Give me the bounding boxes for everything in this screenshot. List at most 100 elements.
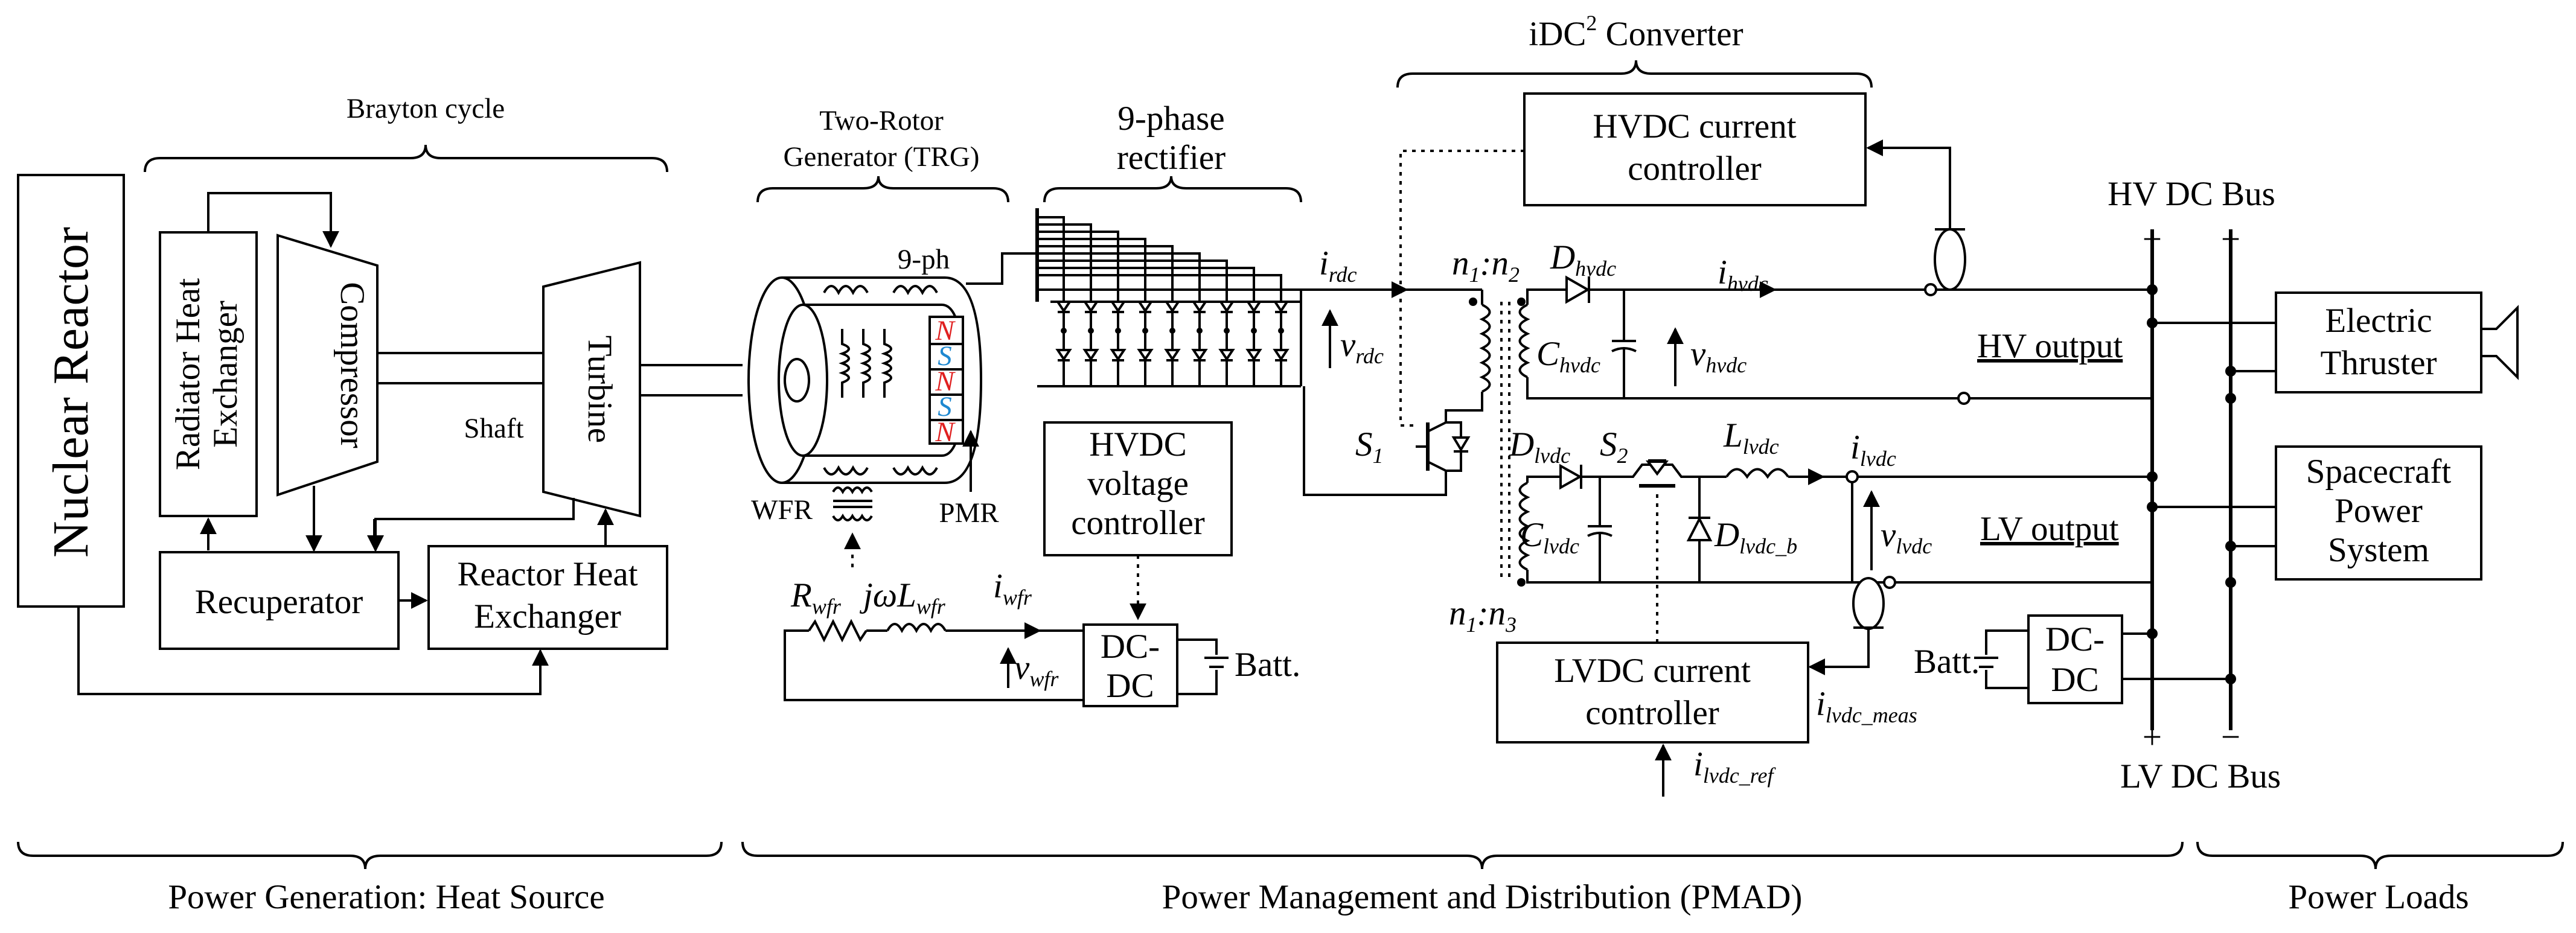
field-batt-label: Batt. [1235, 646, 1300, 684]
d-lvdc-label: Dlvdc [1509, 425, 1570, 468]
rectifier-diode [1218, 301, 1235, 313]
field-dcdc-label-2: DC [1106, 667, 1154, 705]
two-rotor-generator: Two-Rotor Generator (TRG) N S N S N 9-ph [747, 105, 1037, 567]
magnet-1: N [935, 315, 956, 346]
i-wfr-label: iwfr [993, 567, 1032, 610]
spacecraft-power-system-box [2275, 445, 2482, 581]
rectifier-diodes [1050, 301, 1301, 386]
brayton-cycle: Brayton cycle Nuclear Reactor Radiator H… [17, 93, 743, 695]
bus-batt-label: Batt. [1914, 643, 1980, 681]
hv-output-label: HV output [1977, 327, 2123, 365]
turbine-label: Turbine [581, 336, 619, 443]
lvdc-current-controller-box [1496, 642, 1809, 744]
n1n2-label: n1:n2 [1452, 244, 1520, 287]
l-lvdc-label: Llvdc [1723, 416, 1779, 459]
thruster-nozzle-icon [2480, 305, 2519, 380]
i-rdc-label: irdc [1319, 244, 1357, 287]
radiator-label-2: Exchanger [206, 301, 244, 448]
hvdc-vc-label-3: controller [1071, 504, 1205, 542]
jwl-wfr-label: jωLwfr [859, 576, 946, 619]
dc-buses: HV DC Bus LV DC Bus + − + − DC- DC Batt [1914, 175, 2281, 795]
section-loads: Power Loads [2288, 878, 2469, 916]
phase-lead [1037, 267, 1255, 305]
i-lvdc-ref-label: ilvdc_ref [1693, 745, 1776, 788]
rectifier-diode [1082, 301, 1099, 313]
magnet-5: N [935, 416, 956, 448]
magnet-2: S [938, 340, 952, 372]
converter-title: iDC2 Converter [1529, 11, 1743, 53]
v-lvdc-label: vlvdc [1881, 516, 1932, 558]
section-heat-source: Power Generation: Heat Source [168, 878, 604, 916]
hv-minus: − [2221, 220, 2240, 258]
phase-lead [1037, 223, 1092, 305]
reactor-hx-label-1: Reactor Heat [457, 555, 638, 593]
nine-phase-rectifier: 9-phase rectifier irdc vrdc [1035, 100, 1482, 387]
magnet-3: N [935, 366, 956, 397]
trg-title-1: Two-Rotor [819, 105, 944, 136]
electric-thruster-box [2275, 291, 2482, 393]
nuclear-reactor-box [17, 174, 125, 608]
bus-dcdc-label-2: DC [2051, 661, 2098, 699]
rectifier-diode [1055, 349, 1072, 361]
pmr-label: PMR [939, 497, 999, 529]
compressor-shape [276, 234, 379, 497]
rectifier-diode [1110, 301, 1127, 313]
lvdc-cc-label-1: LVDC current [1554, 652, 1751, 690]
c-lvdc-label: Clvdc [1520, 516, 1579, 558]
hvdc-current-controller-box [1523, 92, 1867, 206]
rectifier-diode [1137, 301, 1154, 313]
s1-label: S1 [1355, 425, 1384, 468]
hvdc-cc-label-1: HVDC current [1593, 107, 1796, 145]
rectifier-title-2: rectifier [1117, 139, 1226, 177]
rectifier-diode [1273, 301, 1290, 313]
brayton-brace [144, 144, 668, 173]
field-dcdc-box [1082, 623, 1178, 707]
reactor-hx-label-2: Exchanger [474, 597, 621, 635]
lv-output-label: LV output [1980, 510, 2119, 548]
v-rdc-label: vrdc [1340, 326, 1384, 368]
radiator-heat-exchanger-box [159, 231, 258, 517]
reactor-heat-exchanger-box [427, 545, 668, 650]
v-wfr-label: vwfr [1014, 649, 1059, 691]
hvdc-vc-label-1: HVDC [1089, 425, 1187, 463]
bus-dcdc-box [2027, 614, 2123, 704]
shaft-label: Shaft [464, 413, 523, 444]
d-hvdc-label: Dhvdc [1550, 238, 1616, 281]
recuperator-label: Recuperator [195, 583, 363, 621]
section-pmad: Power Management and Distribution (PMAD) [1162, 878, 1803, 916]
brayton-title: Brayton cycle [347, 93, 505, 124]
hv-dc-bus-label: HV DC Bus [2108, 175, 2275, 213]
nuclear-reactor-label: Nuclear Reactor [43, 227, 99, 558]
phase-lead [1037, 231, 1119, 305]
spacecraft-label-3: System [2328, 531, 2429, 569]
rectifier-diode [1137, 349, 1154, 361]
v-hvdc-label: vhvdc [1690, 335, 1747, 377]
rectifier-diode [1191, 349, 1208, 361]
thruster-label-2: Thruster [2320, 344, 2437, 382]
phase-lead [1037, 245, 1174, 305]
i-lvdc-label: ilvdc [1850, 428, 1896, 471]
phase-lead [1037, 238, 1146, 305]
rectifier-diode [1055, 301, 1072, 313]
lv-plus: + [2143, 718, 2162, 756]
d-lvdc-b-label: Dlvdc_b [1714, 516, 1797, 558]
phase-lead [1037, 274, 1282, 305]
rectifier-diode [1245, 349, 1262, 361]
turbine-shape [542, 261, 641, 518]
c-hvdc-label: Chvdc [1536, 335, 1600, 377]
phase-leads [1037, 216, 1282, 305]
rectifier-diode [1273, 349, 1290, 361]
rectifier-diode [1218, 349, 1235, 361]
magnet-4: S [938, 391, 952, 422]
spacecraft-label-1: Spacecraft [2306, 453, 2452, 491]
phase-lead [1037, 252, 1201, 305]
rectifier-title-1: 9-phase [1117, 100, 1224, 138]
lv-dc-bus-label: LV DC Bus [2120, 757, 2281, 795]
hv-plus: + [2143, 220, 2162, 258]
wfr-label: WFR [751, 494, 813, 526]
i-lvdc-meas-label: ilvdc_meas [1816, 685, 1917, 727]
rectifier-diode [1164, 349, 1181, 361]
hvdc-cc-label-2: controller [1628, 150, 1762, 188]
rectifier-diode [1082, 349, 1099, 361]
